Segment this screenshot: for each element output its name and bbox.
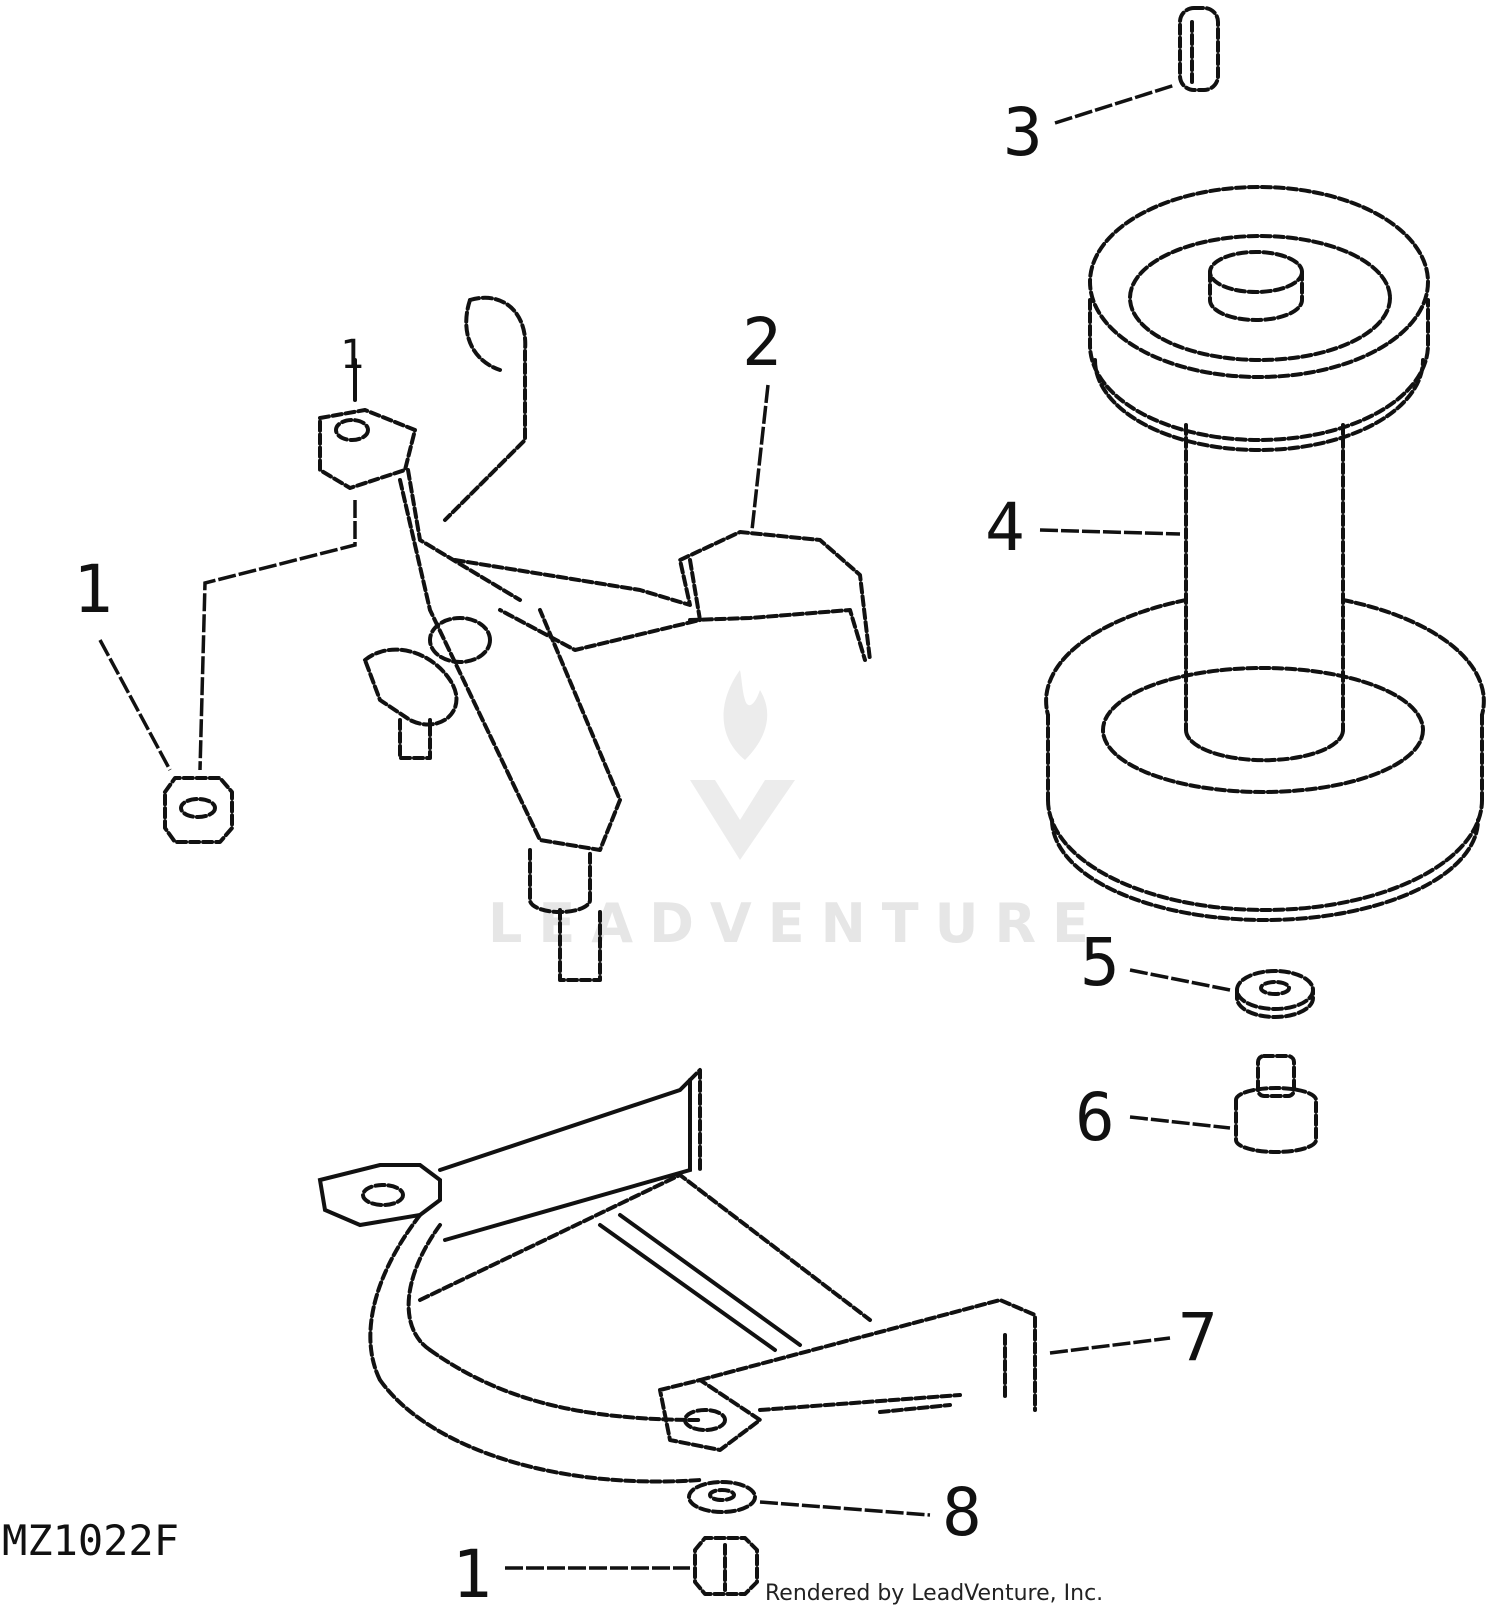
leader-3 [1054, 83, 1176, 125]
part-8-washer [687, 1480, 757, 1514]
leader-2 [750, 384, 770, 531]
callout-1-bottom: 1 [452, 1536, 492, 1610]
callout-5: 5 [1080, 924, 1120, 1001]
leader-6 [1129, 1115, 1231, 1130]
callout-3: 3 [1003, 94, 1043, 171]
figure-code: MZ1022F [2, 1516, 179, 1565]
callout-6: 6 [1075, 1079, 1115, 1156]
callout-1-top: 1 [340, 332, 364, 378]
callout-2: 2 [742, 304, 782, 381]
watermark-text: LEADVENTURE [488, 892, 1105, 955]
part-1-nut-bottom [693, 1536, 759, 1596]
leader-8 [759, 1500, 931, 1517]
part-3-pin [1178, 6, 1220, 92]
render-credit: Rendered by LeadVenture, Inc. [765, 1581, 1103, 1606]
callout-8: 8 [942, 1474, 982, 1551]
part-7-frame [317, 1068, 1037, 1484]
leader-1-left [98, 639, 172, 771]
part-5-washer [1235, 969, 1315, 1019]
assembly-line-1 [198, 500, 357, 771]
part-4-pulley [1044, 185, 1486, 922]
leader-5 [1129, 968, 1231, 992]
leader-4 [1039, 528, 1181, 536]
callout-7: 7 [1178, 1299, 1218, 1376]
leader-7 [1049, 1336, 1171, 1355]
part-6-bolt [1234, 1054, 1318, 1154]
leadventure-watermark: LEADVENTURE [488, 670, 1105, 955]
part-2-bracket [318, 295, 872, 982]
callout-1-left: 1 [73, 551, 113, 628]
callout-4: 4 [985, 489, 1025, 566]
part-1-nut-left [163, 776, 234, 844]
